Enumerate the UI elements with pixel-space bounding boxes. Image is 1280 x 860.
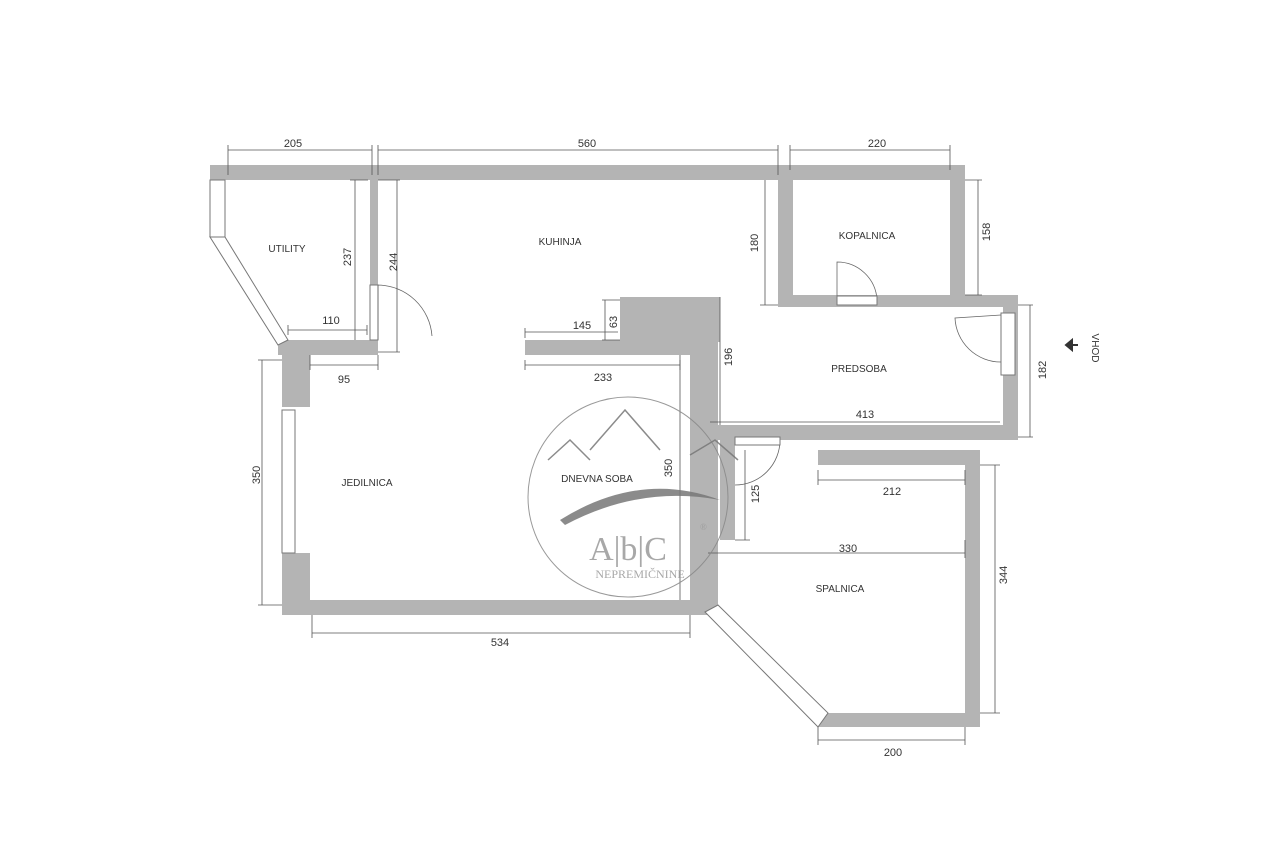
dimension-label: 244 bbox=[388, 253, 400, 271]
logo-letters: A|b|C bbox=[589, 531, 667, 568]
entrance-label: VHOD bbox=[1089, 334, 1100, 363]
spalnica-diagonal-window bbox=[704, 604, 829, 728]
swoosh-icon bbox=[560, 488, 720, 525]
utility-window bbox=[209, 179, 226, 238]
dimension-label: 110 bbox=[322, 315, 340, 327]
room-labels: UTILITY KUHINJA KOPALNICA PREDSOBA JEDIL… bbox=[268, 231, 895, 595]
dimension-label: 95 bbox=[338, 374, 350, 386]
spalnica-door bbox=[734, 439, 781, 486]
doors bbox=[377, 261, 1002, 486]
kopalnica-door bbox=[836, 261, 878, 305]
room-label-kuhinja: KUHINJA bbox=[539, 237, 582, 248]
windows bbox=[209, 179, 1016, 728]
kopalnica-left-wall bbox=[778, 165, 793, 305]
spalnica-bottom-wall bbox=[818, 713, 980, 727]
arrow-left-icon bbox=[1064, 337, 1078, 353]
logo-registered: ® bbox=[700, 522, 707, 532]
houses-icon bbox=[547, 408, 739, 461]
kopalnica-top-wall bbox=[778, 165, 965, 180]
dimension-label: 205 bbox=[284, 138, 302, 150]
room-label-jedilnica: JEDILNICA bbox=[341, 478, 392, 489]
logo-name: NEPREMIČNINE bbox=[595, 567, 684, 581]
dimension-label: 560 bbox=[578, 138, 596, 150]
room-label-spalnica: SPALNICA bbox=[816, 584, 865, 595]
dimension-label: 180 bbox=[749, 234, 761, 252]
kopalnica-right-wall bbox=[950, 165, 965, 300]
dimension-label: 534 bbox=[491, 637, 509, 649]
spalnica-top-wall bbox=[818, 450, 980, 465]
dimension-label: 330 bbox=[839, 543, 857, 555]
entrance-door bbox=[954, 314, 1002, 363]
top-wall bbox=[210, 165, 778, 180]
utility-door-frame bbox=[369, 284, 379, 341]
dimension-label: 182 bbox=[1037, 361, 1049, 379]
dimension-label: 145 bbox=[573, 320, 591, 332]
predsoba-top-wall bbox=[778, 295, 1018, 307]
walls bbox=[210, 165, 1018, 727]
dimension-labels: 205 560 220 237 244 110 95 145 63 233 18… bbox=[251, 138, 1049, 759]
dimension-label: 212 bbox=[883, 486, 901, 498]
room-label-predsoba: PREDSOBA bbox=[831, 364, 887, 375]
utility-door bbox=[377, 284, 433, 340]
entrance-door-frame bbox=[1000, 312, 1016, 376]
kopalnica-door-frame bbox=[836, 295, 878, 306]
dimension-label: 200 bbox=[884, 747, 902, 759]
dimension-label: 220 bbox=[868, 138, 886, 150]
kitchen-divider-wall bbox=[525, 340, 700, 355]
dimension-label: 413 bbox=[856, 409, 874, 421]
dimension-lines bbox=[227, 145, 1033, 745]
room-label-utility: UTILITY bbox=[268, 244, 306, 255]
jedilnica-left-wall-top bbox=[282, 345, 310, 407]
abc-logo-watermark: A|b|C NEPREMIČNINE ® bbox=[527, 396, 739, 598]
dimension-label: 350 bbox=[663, 459, 675, 477]
predsoba-bottom-wall bbox=[705, 425, 1018, 440]
room-label-kopalnica: KOPALNICA bbox=[839, 231, 896, 242]
spalnica-door-frame bbox=[734, 436, 781, 446]
jedilnica-bottom-wall bbox=[282, 600, 718, 615]
dimension-label: 350 bbox=[251, 466, 263, 484]
dimension-label: 237 bbox=[342, 248, 354, 266]
dimension-label: 233 bbox=[594, 372, 612, 384]
spalnica-right-wall bbox=[965, 450, 980, 727]
dimension-label: 158 bbox=[981, 223, 993, 241]
jedilnica-window bbox=[281, 409, 296, 554]
dimension-label: 344 bbox=[998, 566, 1010, 584]
room-label-dnevna-soba: DNEVNA SOBA bbox=[561, 474, 633, 485]
utility-diagonal-window bbox=[209, 236, 289, 346]
dimension-label: 63 bbox=[608, 316, 620, 328]
dimension-label: 196 bbox=[723, 348, 735, 366]
utility-partition bbox=[370, 180, 378, 295]
entrance-marker: VHOD bbox=[1064, 334, 1100, 363]
dimension-label: 125 bbox=[750, 485, 762, 503]
